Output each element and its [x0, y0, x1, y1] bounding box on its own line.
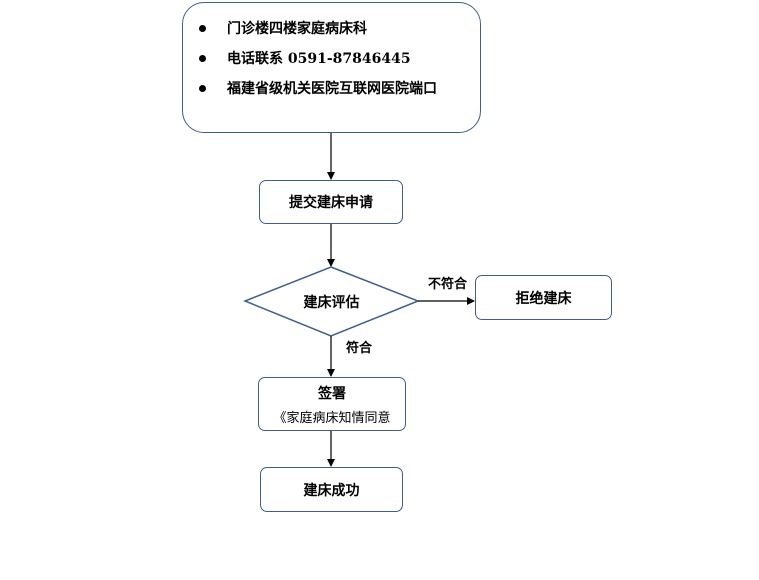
bullet-icon: [199, 85, 206, 92]
info-list: 门诊楼四楼家庭病床科 电话联系 0591-87846445 福建省级机关医院互联…: [199, 19, 437, 109]
submit-application-node: 提交建床申请: [259, 180, 403, 224]
reject-node: 拒绝建床: [475, 275, 612, 320]
sign-consent-node: 签署 《家庭病床知情同意: [258, 377, 406, 431]
success-node: 建床成功: [260, 467, 403, 512]
sign-label-line1: 签署: [318, 385, 346, 402]
edge-label-not-match: 不符合: [428, 277, 468, 292]
success-label: 建床成功: [303, 482, 360, 499]
info-item-phone: 电话联系 0591-87846445: [199, 49, 437, 79]
evaluate-decision-label: 建床评估: [303, 294, 360, 311]
info-item-location: 门诊楼四楼家庭病床科: [199, 19, 437, 49]
bullet-icon: [199, 55, 206, 62]
sign-label-line2: 《家庭病床知情同意: [273, 410, 391, 426]
info-item-portal: 福建省级机关医院互联网医院端口: [199, 79, 437, 109]
edge-label-match: 符合: [346, 341, 373, 356]
info-item-label: 福建省级机关医院互联网医院端口: [227, 81, 437, 97]
submit-label: 提交建床申请: [289, 195, 373, 211]
info-item-label: 电话联系 0591-87846445: [227, 51, 411, 67]
reject-label: 拒绝建床: [515, 290, 572, 307]
bullet-icon: [199, 25, 206, 32]
info-item-label: 门诊楼四楼家庭病床科: [227, 21, 367, 37]
info-box: 门诊楼四楼家庭病床科 电话联系 0591-87846445 福建省级机关医院互联…: [182, 2, 481, 133]
